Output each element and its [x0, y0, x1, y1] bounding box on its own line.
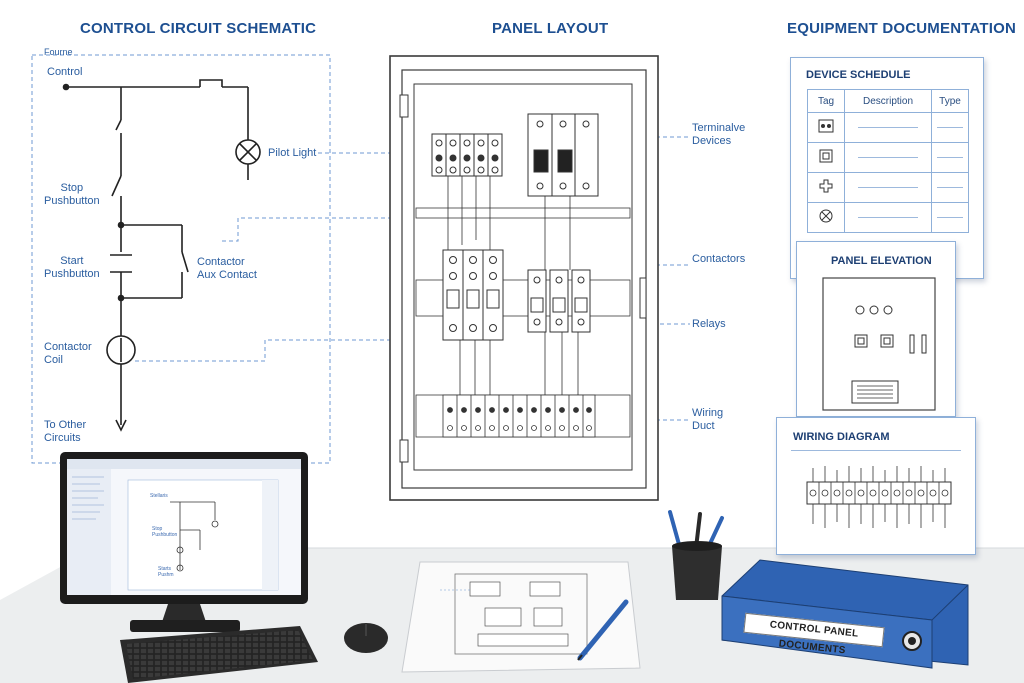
wiring-diagram-title: WIRING DIAGRAM [793, 431, 890, 443]
device-schedule-table: Tag Description Type [807, 89, 969, 233]
panel-layout-heading: PANEL LAYOUT [492, 20, 609, 37]
contactor-coil-label: Contactor Coil [44, 341, 92, 366]
other-circuits-label: To Other Circuits [44, 419, 87, 444]
schematic-corner-label: Fourne [44, 47, 73, 57]
pen [577, 599, 629, 661]
table-row [807, 142, 969, 173]
pilot-light-label: Pilot Light [268, 147, 317, 159]
aux-contact-label: Contactor Aux Contact [197, 256, 257, 281]
computer-monitor [60, 452, 308, 632]
circuit-breakers [527, 113, 599, 197]
keyboard [120, 626, 318, 683]
pilot-light-icon [235, 139, 261, 165]
contactors-block [442, 249, 504, 341]
pushbutton-icon [819, 179, 833, 193]
start-pushbutton-label: Start Pushbutton [44, 255, 100, 280]
panel-elevation-title: PANEL ELEVATION [831, 255, 932, 267]
table-row [807, 112, 969, 143]
control-label: Control [47, 66, 83, 78]
terminal-block-icon [818, 119, 834, 133]
table-row [807, 172, 969, 203]
relays-callout: Relays [692, 318, 726, 330]
screen-label-top: Stellaris [150, 493, 168, 499]
screen-label-bottom: Starts Pushm [158, 566, 174, 578]
control-circuit [62, 79, 249, 432]
relay-icon [819, 149, 833, 163]
column-header: Description [844, 89, 932, 113]
schematic-heading: CONTROL CIRCUIT SCHEMATIC [80, 20, 317, 37]
mouse [344, 623, 388, 653]
column-header: Tag [807, 89, 845, 113]
terminal-devices [431, 133, 503, 177]
panel-elevation-drawing [822, 277, 936, 411]
column-header: Type [931, 89, 969, 113]
pilot-light-icon [819, 209, 833, 223]
wiring-diagram-card: WIRING DIAGRAM [776, 417, 976, 555]
device-schedule-title: DEVICE SCHEDULE [806, 69, 911, 81]
contactor-coil-icon [106, 335, 136, 365]
relays-block [527, 269, 591, 333]
screen-label-middle: Stop Pushbutton [152, 526, 178, 538]
panel-wiring [447, 176, 579, 395]
printed-drawing [401, 561, 641, 673]
wiring-diagram-drawing [806, 466, 952, 528]
pen-cup [668, 510, 724, 600]
wiring-duct-callout: Wiring Duct [692, 407, 724, 432]
table-row [807, 202, 969, 233]
contactors-callout: Contactors [692, 253, 746, 265]
documentation-heading: EQUIPMENT DOCUMENTATION [787, 20, 1017, 37]
panel-elevation-card: PANEL ELEVATION [796, 241, 956, 417]
terminal-devices-callout: Terminalve Devices [692, 122, 746, 147]
stop-pushbutton-label: Stop Pushbutton [44, 182, 100, 207]
terminal-strip [442, 394, 596, 438]
